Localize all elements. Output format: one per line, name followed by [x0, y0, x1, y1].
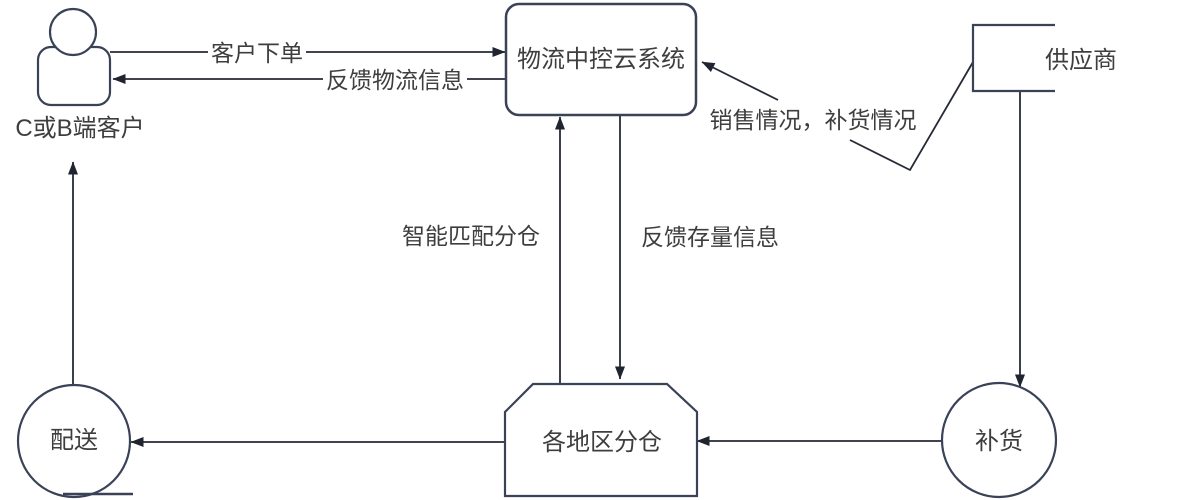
cloud-system-node-label: 物流中控云系统 — [517, 46, 685, 74]
cloud-system-box — [504, 2, 698, 117]
order-edge-label: 客户下单 — [208, 39, 306, 67]
sales-status-edge-label: 销售情况，补货情况 — [706, 106, 920, 134]
supplier-node-label: 供应商 — [1045, 47, 1117, 75]
customer-node-label: C或B端客户 — [15, 115, 145, 143]
replenish-node-label: 补货 — [975, 428, 1023, 456]
logistics-feedback-edge-label: 反馈物流信息 — [323, 66, 467, 94]
warehouse-shape — [503, 382, 699, 498]
smart-match-edge-label: 智能匹配分仓 — [399, 222, 543, 250]
replenish-circle — [940, 381, 1058, 499]
delivery-circle — [16, 383, 132, 499]
delivery-node-label: 配送 — [50, 427, 98, 455]
sales-status-leader-line — [849, 61, 974, 172]
inventory-feedback-edge-label: 反馈存量信息 — [638, 223, 782, 251]
warehouse-node-label: 各地区分仓 — [542, 429, 662, 457]
supplier-box — [971, 23, 1055, 93]
sales-status-arrow — [701, 61, 779, 101]
person-icon-head — [48, 7, 98, 57]
